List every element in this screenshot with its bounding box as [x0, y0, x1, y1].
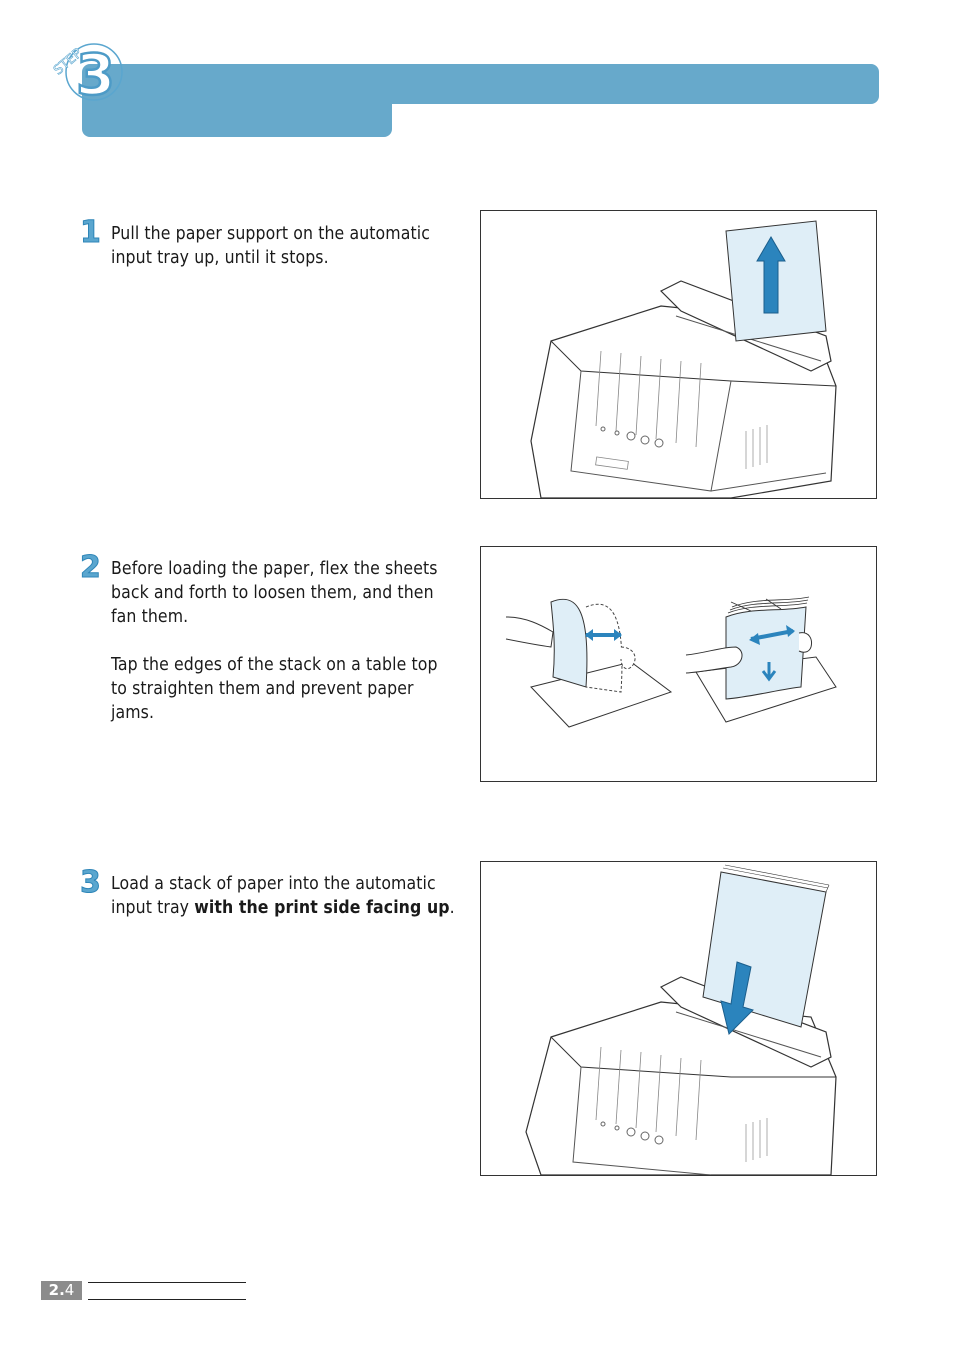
- flexing-paper-stack-illustration: [480, 546, 877, 782]
- step-3-text-plain: Load a stack of paper into the automatic…: [111, 874, 436, 918]
- step-3-text: Load a stack of paper into the automatic…: [111, 872, 456, 944]
- step-2-paragraph-2: Tap the edges of the stack on a table to…: [111, 655, 438, 723]
- step-badge: STEP 3: [46, 30, 132, 116]
- printer-paper-support-illustration: [480, 210, 877, 499]
- footer-rule-bottom: [88, 1299, 246, 1300]
- step-3-text-end: .: [449, 898, 455, 918]
- step-number-3: 3: [80, 865, 102, 900]
- step-1-paragraph: Pull the paper support on the automatic …: [111, 224, 430, 268]
- chapter-number: 2.: [48, 1281, 65, 1299]
- step-1-text: Pull the paper support on the automatic …: [111, 222, 456, 294]
- loading-paper-illustration: [480, 861, 877, 1176]
- footer-rule-top: [88, 1282, 246, 1283]
- step-3-text-bold: with the print side facing up: [194, 898, 450, 918]
- header-bar-top: [380, 64, 879, 104]
- step-number-2: 2: [80, 550, 102, 585]
- header-bar-left: [82, 64, 392, 137]
- page-number-value: 4: [64, 1281, 75, 1299]
- step-number-1: 1: [80, 215, 102, 250]
- step-2-paragraph-1: Before loading the paper, flex the sheet…: [111, 559, 438, 627]
- step-2-text: Before loading the paper, flex the sheet…: [111, 557, 456, 749]
- page-number: 2.4: [41, 1281, 82, 1300]
- step-badge-number: 3: [76, 43, 115, 108]
